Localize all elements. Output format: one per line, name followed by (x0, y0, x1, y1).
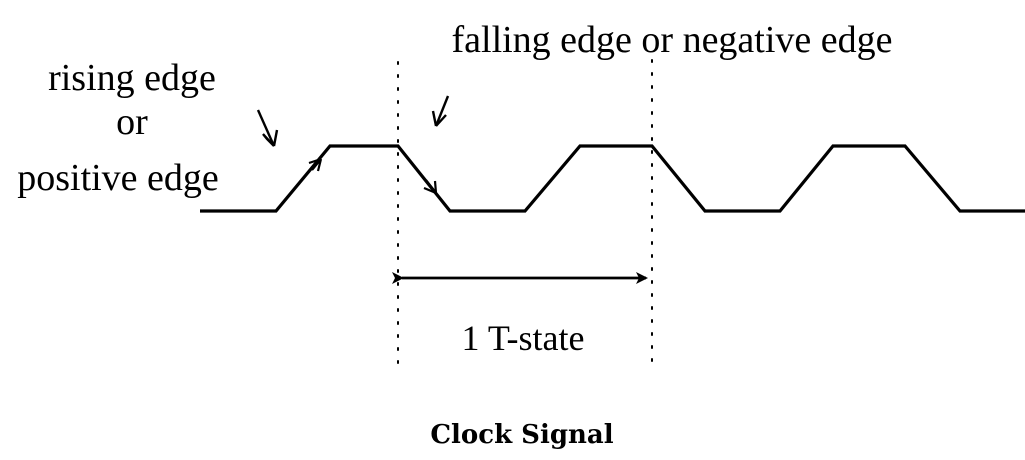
falling-edge-label: falling edge or negative edge (451, 19, 892, 61)
rising-edge-label-line2: or (116, 101, 148, 143)
falling-edge-pointer-arrowhead (431, 110, 447, 127)
rising-edge-label-line3: positive edge (17, 157, 219, 199)
diagram-caption: Clock Signal (430, 420, 613, 450)
clock-waveform (200, 144, 1025, 213)
rising-edge-pointer-arrowhead (262, 129, 279, 147)
falling-edge-pointer-arrow (434, 95, 450, 127)
rising-edge-marker-arrow (308, 157, 323, 172)
rising-edge-label-line1: rising edge (48, 57, 216, 99)
t-state-label: 1 T-state (462, 318, 585, 358)
rising-edge-pointer-arrow (256, 109, 276, 147)
falling-edge-marker-arrow (423, 179, 438, 195)
